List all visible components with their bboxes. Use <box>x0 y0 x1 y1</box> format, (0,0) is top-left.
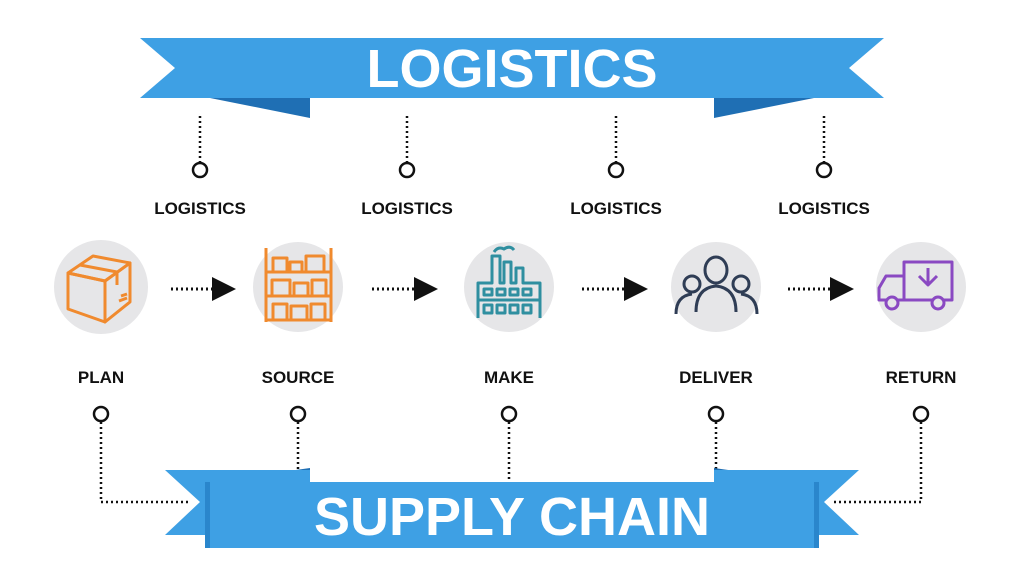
bottom-node-make <box>500 405 518 423</box>
bottom-connectors <box>99 422 923 504</box>
bottom-banner-title: SUPPLY CHAIN <box>314 487 710 547</box>
logistics-label-1: LOGISTICS <box>154 199 246 218</box>
bottom-connector-plan <box>99 422 190 504</box>
bottom-banner: SUPPLY CHAIN <box>165 468 859 548</box>
logistics-labels: LOGISTICS LOGISTICS LOGISTICS LOGISTICS <box>154 199 870 218</box>
bottom-node-deliver <box>707 405 725 423</box>
top-connector-nodes <box>191 161 833 179</box>
top-banner-body <box>205 38 819 98</box>
top-banner-right-fold <box>714 98 814 118</box>
warehouse-shelves-icon <box>264 248 333 322</box>
top-banner: LOGISTICS <box>140 38 884 118</box>
top-node-4 <box>815 161 833 179</box>
return-icon-circle <box>876 242 966 332</box>
bottom-node-plan <box>92 405 110 423</box>
bottom-node-source <box>289 405 307 423</box>
factory-icon <box>476 245 542 318</box>
logistics-label-2: LOGISTICS <box>361 199 453 218</box>
people-group-icon <box>674 255 759 315</box>
step-label-source: SOURCE <box>262 368 335 387</box>
top-connectors <box>198 116 826 162</box>
logistics-label-4: LOGISTICS <box>778 199 870 218</box>
step-label-plan: PLAN <box>78 368 124 387</box>
top-banner-title: LOGISTICS <box>366 39 657 99</box>
bottom-connector-return <box>834 422 923 504</box>
top-banner-left-tail <box>140 38 210 98</box>
bottom-banner-body <box>210 482 814 548</box>
top-banner-left-fold <box>210 98 310 118</box>
step-label-return: RETURN <box>886 368 957 387</box>
plan-icon-circle <box>54 240 148 334</box>
delivery-truck-icon <box>877 260 954 311</box>
icon-circles <box>54 240 966 334</box>
top-banner-right-tail <box>814 38 884 98</box>
package-box-icon <box>66 254 132 324</box>
logistics-label-3: LOGISTICS <box>570 199 662 218</box>
top-node-2 <box>398 161 416 179</box>
top-node-3 <box>607 161 625 179</box>
top-node-1 <box>191 161 209 179</box>
bottom-connector-nodes <box>92 405 930 423</box>
source-icon-circle <box>253 242 343 332</box>
bottom-node-return <box>912 405 930 423</box>
step-label-deliver: DELIVER <box>679 368 753 387</box>
step-label-make: MAKE <box>484 368 534 387</box>
step-labels: PLAN SOURCE MAKE DELIVER RETURN <box>78 368 957 387</box>
